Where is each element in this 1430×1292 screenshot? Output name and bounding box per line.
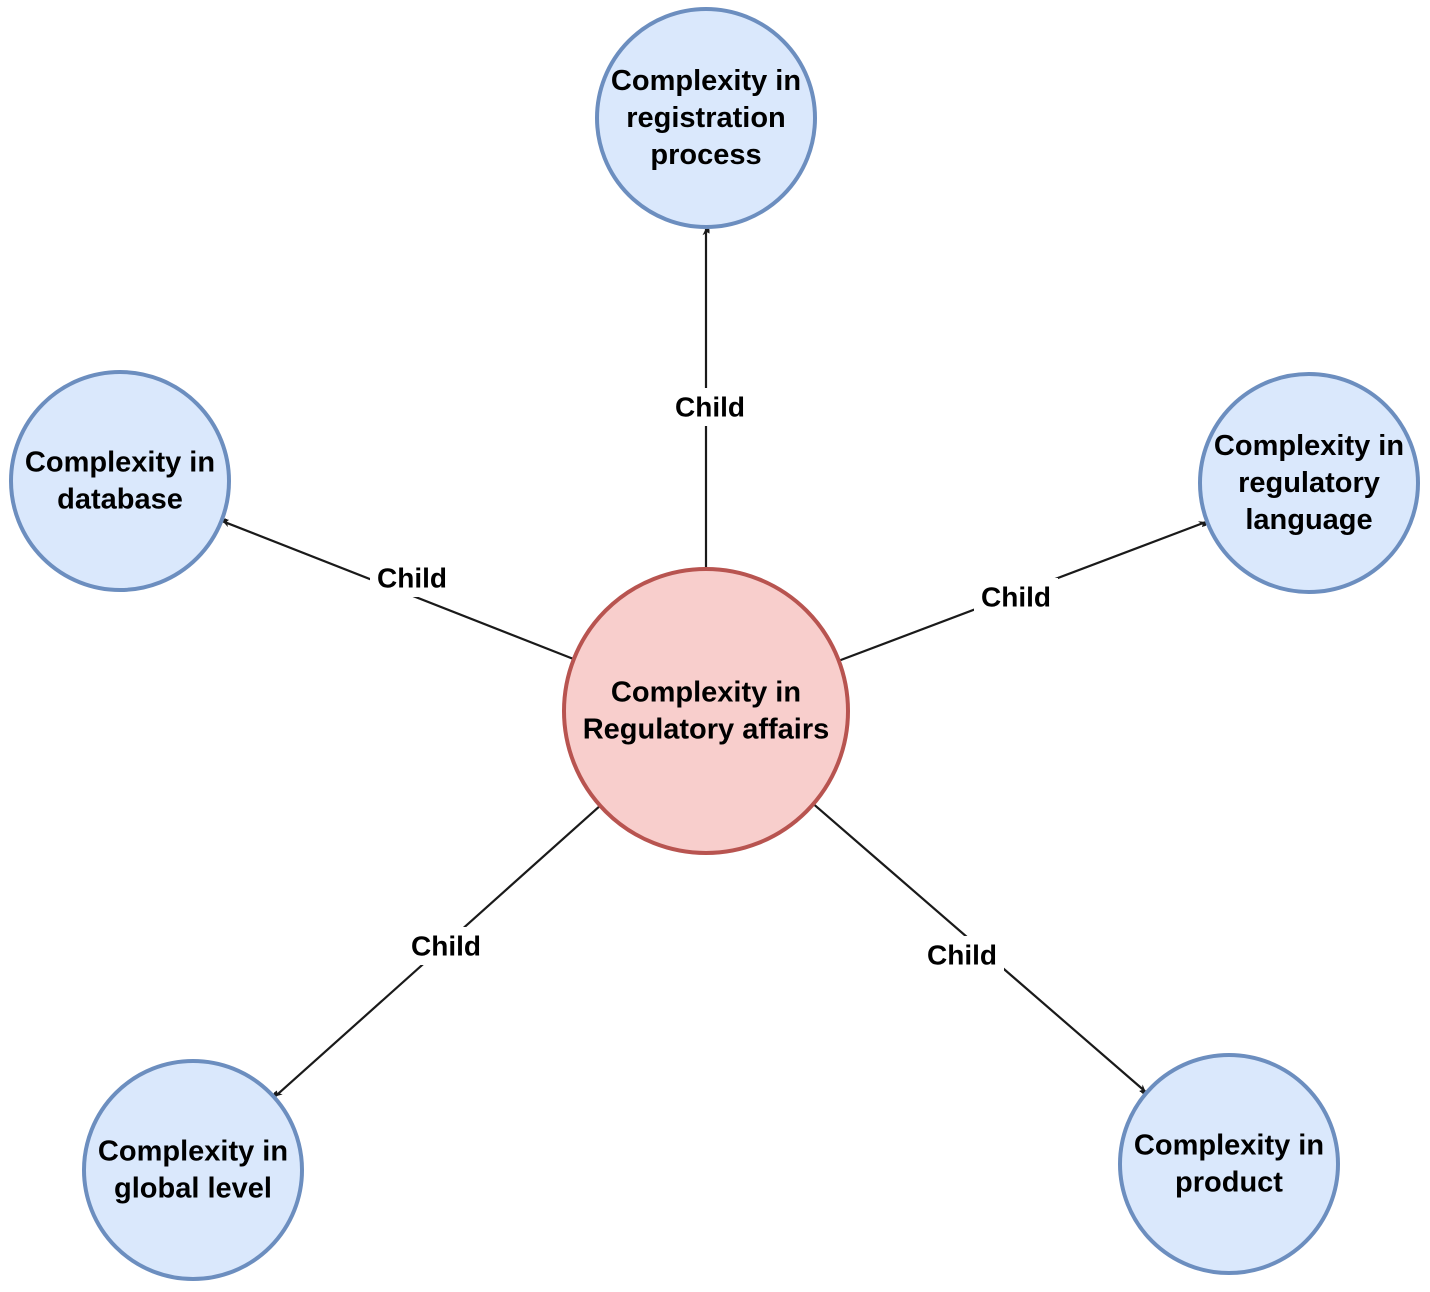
node-circle-database [9, 370, 231, 592]
node-circle-registration [595, 7, 817, 229]
node-root: Complexity in Regulatory affairs [562, 567, 850, 855]
edge-label-bg-global [404, 927, 488, 965]
node-database: Complexity in database [9, 370, 231, 592]
node-label-language-line-1: Complexity in [1214, 430, 1404, 462]
node-label-database-line-2: database [57, 484, 183, 516]
edge-label-bg-language [974, 578, 1058, 616]
edge-label-bg-product [920, 936, 1004, 974]
node-global: Complexity in global level [82, 1059, 304, 1281]
edge-label-global: Child [411, 931, 481, 962]
node-label-global-line-2: global level [114, 1173, 272, 1205]
node-circle-root [562, 567, 850, 855]
edge-label-database: Child [377, 563, 447, 594]
node-product: Complexity in product [1118, 1053, 1340, 1275]
edge-database: Child [223, 522, 575, 661]
edge-language: Child [838, 522, 1205, 662]
edge-label-product: Child [927, 940, 997, 971]
node-label-product-line-1: Complexity in [1134, 1130, 1324, 1162]
edge-label-registration: Child [675, 392, 745, 423]
node-circle-global [82, 1059, 304, 1281]
node-registration: Complexity in registration process [595, 7, 817, 229]
edge-label-bg-database [370, 559, 454, 597]
edge-product: Child [812, 803, 1145, 1091]
node-label-root-line-1: Complexity in [611, 677, 801, 709]
node-label-root-line-2: Regulatory affairs [583, 714, 830, 746]
node-label-registration-line-2: registration [626, 102, 786, 134]
node-language: Complexity in regulatory language [1198, 372, 1420, 594]
edge-label-bg-registration [668, 388, 752, 426]
edge-global: Child [276, 804, 601, 1096]
edge-registration: Child [668, 229, 752, 569]
node-label-language-line-3: language [1245, 504, 1372, 536]
edge-label-language: Child [981, 582, 1051, 613]
node-label-registration-line-1: Complexity in [611, 65, 801, 97]
node-label-language-line-2: regulatory [1238, 467, 1380, 499]
node-circle-language [1198, 372, 1420, 594]
node-label-registration-line-3: process [650, 139, 761, 171]
node-label-global-line-1: Complexity in [98, 1136, 288, 1168]
node-label-database-line-1: Complexity in [25, 447, 215, 479]
node-circle-product [1118, 1053, 1340, 1275]
node-label-product-line-2: product [1175, 1167, 1283, 1199]
